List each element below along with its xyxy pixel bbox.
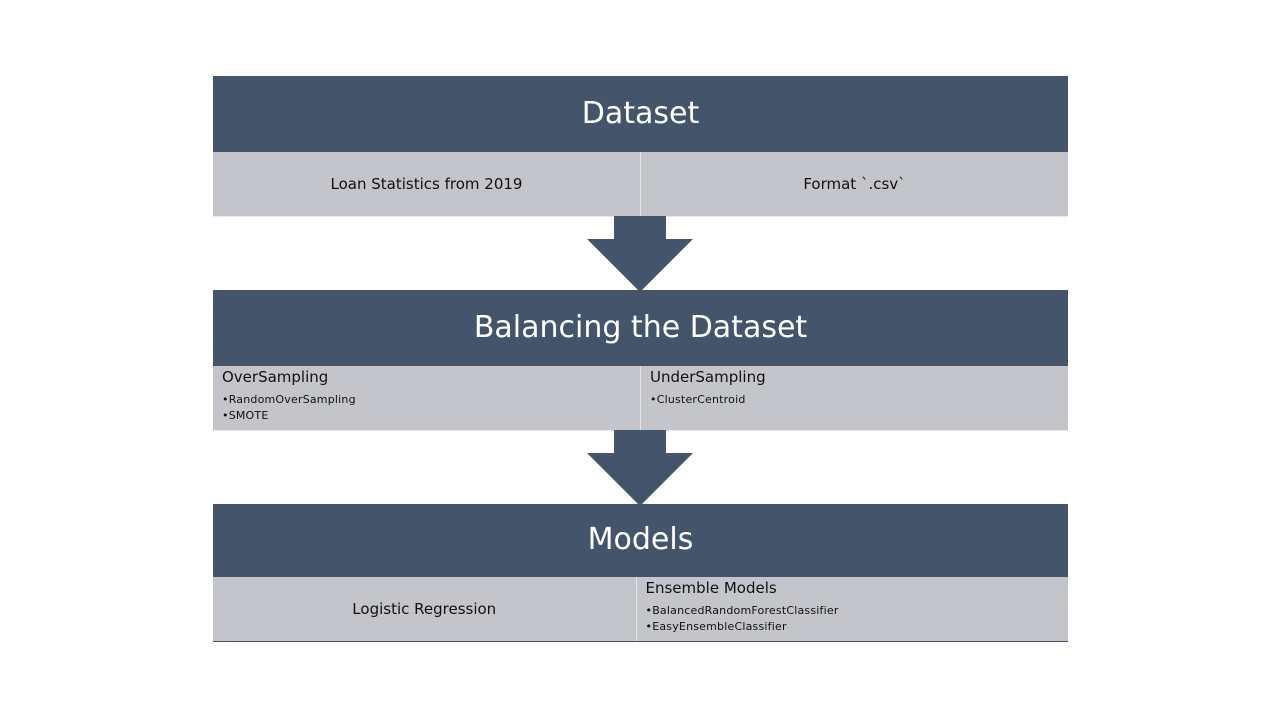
list-item: •SMOTE: [222, 409, 269, 422]
dataset-block: Dataset Loan Statistics from 2019 Format…: [213, 76, 1068, 217]
dataset-format-cell: Format `.csv`: [640, 152, 1068, 216]
undersampling-title: UnderSampling: [650, 368, 766, 386]
list-item: •RandomOverSampling: [222, 393, 356, 406]
ensemble-models-cell: Ensemble Models •BalancedRandomForestCla…: [635, 577, 1068, 641]
dataset-row: Loan Statistics from 2019 Format `.csv`: [213, 152, 1068, 217]
list-item: •EasyEnsembleClassifier: [645, 620, 787, 633]
balancing-header: Balancing the Dataset: [213, 290, 1068, 366]
oversampling-title: OverSampling: [222, 368, 329, 386]
balancing-block: Balancing the Dataset OverSampling •Rand…: [213, 290, 1068, 431]
models-row: Logistic Regression Ensemble Models •Bal…: [213, 577, 1068, 641]
dataset-header: Dataset: [213, 76, 1068, 152]
balancing-row: OverSampling •RandomOverSampling •SMOTE …: [213, 366, 1068, 431]
down-arrow-icon: [587, 430, 693, 506]
list-item: •ClusterCentroid: [650, 393, 746, 406]
undersampling-cell: UnderSampling •ClusterCentroid: [640, 366, 1068, 430]
bottom-divider: [213, 641, 1068, 642]
oversampling-cell: OverSampling •RandomOverSampling •SMOTE: [213, 366, 640, 430]
down-arrow-icon: [587, 216, 693, 292]
ensemble-models-title: Ensemble Models: [645, 579, 777, 597]
list-item: •BalancedRandomForestClassifier: [645, 604, 839, 617]
models-header: Models: [213, 504, 1068, 577]
logistic-regression-cell: Logistic Regression: [213, 577, 636, 641]
dataset-source-cell: Loan Statistics from 2019: [213, 152, 640, 216]
models-block: Models Logistic Regression Ensemble Mode…: [213, 504, 1068, 642]
